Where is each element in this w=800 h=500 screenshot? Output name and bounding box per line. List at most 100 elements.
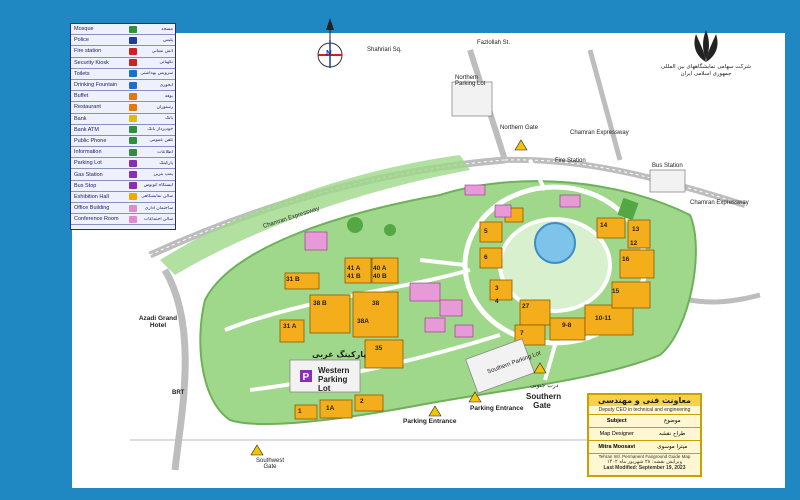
legend-row: Bank ATM خودپرداز بانک: [71, 125, 175, 136]
info-designer-en: Map Designer: [599, 431, 634, 437]
hall-label: 15: [612, 288, 620, 295]
hall-label: 41 A: [347, 265, 361, 272]
gate-markers: [250, 139, 547, 456]
info-name-en: Mitra Moosavi: [598, 444, 636, 450]
logo-line2: جمهوری اسلامی ایران: [680, 71, 732, 77]
legend-icon: [129, 137, 137, 145]
legend-label-fa: آبخوری: [159, 82, 173, 88]
label-fazlollah-st: Fazlollah St.: [477, 40, 511, 46]
legend-label-fa: تلفن عمومی: [149, 138, 173, 144]
legend-row: Public Phone تلفن عمومی: [71, 136, 175, 148]
legend-label-fa: رستوران: [156, 104, 173, 110]
legend-icon: [129, 171, 137, 179]
hall-label: 31 B: [286, 276, 300, 283]
legend-label-en: Fire station: [74, 48, 102, 55]
legend-icon: [129, 126, 137, 134]
legend-label-en: Gas Station: [74, 171, 103, 178]
legend-row: Fire station آتش نشانی: [71, 46, 175, 58]
legend-row: Exhibition Hall سالن نمایشگاهی: [71, 192, 175, 203]
label-parking-entrance-1: Parking Entrance: [403, 418, 457, 425]
hall-label: 16: [622, 256, 630, 263]
hall-label: 4: [495, 298, 499, 305]
label-chamran-3: Chamran Expressway: [690, 200, 749, 206]
label-fa-southern-gate: درب جنوبی: [530, 382, 559, 389]
legend-row: Drinking Fountain آبخوری: [71, 80, 175, 92]
legend-icon: [129, 47, 137, 55]
legend-icon: [129, 25, 137, 33]
legend-icon: [129, 115, 137, 123]
legend-label-en: Drinking Fountain: [74, 82, 118, 89]
legend-label-fa: ایستگاه اتوبوس: [143, 183, 173, 189]
hall-label: 9-8: [562, 322, 572, 329]
office-buildings: [304, 184, 581, 338]
logo-line1: شرکت سهامی نمایشگاههای بین المللی: [661, 64, 751, 70]
hall-label: 38 B: [313, 300, 327, 307]
legend-label-fa: سالن نمایشگاهی: [141, 194, 173, 200]
info-modified-en: Last Modified: September 19, 2023: [603, 465, 686, 471]
legend-label-en: Conference Room: [74, 216, 119, 223]
legend-icon: [129, 204, 137, 212]
label-fire-station: Fire Station: [555, 158, 586, 164]
hall-label: 41 B: [347, 273, 361, 280]
svg-text:P: P: [303, 372, 310, 383]
label-northern-gate: Northern Gate: [500, 125, 539, 131]
legend-label-en: Restaurant: [74, 104, 101, 111]
legend-label-en: Office Building: [74, 205, 110, 212]
legend-label-fa: پارکینگ: [159, 160, 173, 166]
hall-label: 13: [632, 226, 640, 233]
legend-label-fa: سرویس بهداشتی: [140, 71, 173, 77]
hall-label: 10-11: [595, 315, 612, 322]
label-shahriari-sq: Shahriari Sq.: [367, 47, 402, 53]
legend-label-en: Exhibition Hall: [74, 193, 109, 200]
legend-label-en: Bank ATM: [74, 126, 99, 133]
legend-icon: [129, 182, 137, 190]
label-bus-station: Bus Station: [652, 163, 683, 169]
hall-label: 6: [484, 254, 488, 261]
info-name-fa: میترا موسوی: [657, 444, 688, 450]
hall-label: 38: [372, 300, 380, 307]
legend-icon: [129, 193, 137, 201]
legend-icon: [129, 70, 137, 78]
legend-row: Toilets سرویس بهداشتی: [71, 69, 175, 80]
info-subject-row: Subject موضوع: [589, 415, 700, 428]
label-brt: BRT: [172, 390, 185, 396]
info-title: معاونت فنی و مهندسی: [589, 395, 700, 406]
legend-icon: [129, 148, 137, 156]
label-fa-western-parking: پارکینگ غربی: [312, 350, 367, 359]
hall-label: 27: [522, 303, 530, 310]
legend-row: Restaurant رستوران: [71, 102, 175, 114]
label-southern-gate: Southern Gate: [526, 392, 562, 410]
legend-label-en: Police: [74, 37, 89, 44]
legend-label-fa: مسجد: [161, 26, 173, 32]
hall-label: 12: [630, 240, 638, 247]
label-chamran-2: Chamran Expressway: [570, 130, 629, 136]
info-subtitle: Deputy CEO in technical and engineering: [589, 406, 700, 415]
legend-label-fa: خودپرداز بانک: [147, 127, 173, 133]
legend-label-fa: سالن اجتماعات: [143, 216, 173, 222]
label-azadi-hotel: Azadi Grand Hotel: [138, 315, 178, 329]
hall-label: 40 B: [373, 273, 387, 280]
compass-letter: N: [326, 49, 332, 58]
legend-label-fa: ساختمان اداری: [144, 205, 173, 211]
legend-label-en: Toilets: [74, 70, 90, 77]
legend-label-en: Public Phone: [74, 137, 107, 144]
label-northern-parking: Northern Parking Lot: [455, 75, 486, 87]
hall-label: 14: [600, 222, 608, 229]
legend-icon: [129, 81, 137, 89]
legend-label-en: Security Kiosk: [74, 59, 109, 66]
legend-icon: [129, 159, 137, 167]
legend-label-fa: آتش نشانی: [151, 48, 173, 54]
info-subject-fa: موضوع: [663, 418, 681, 424]
hall-label: 1A: [326, 405, 335, 412]
legend-icon: [129, 59, 137, 67]
legend-row: Office Building ساختمان اداری: [71, 203, 175, 215]
logo-emblem: [694, 30, 718, 62]
